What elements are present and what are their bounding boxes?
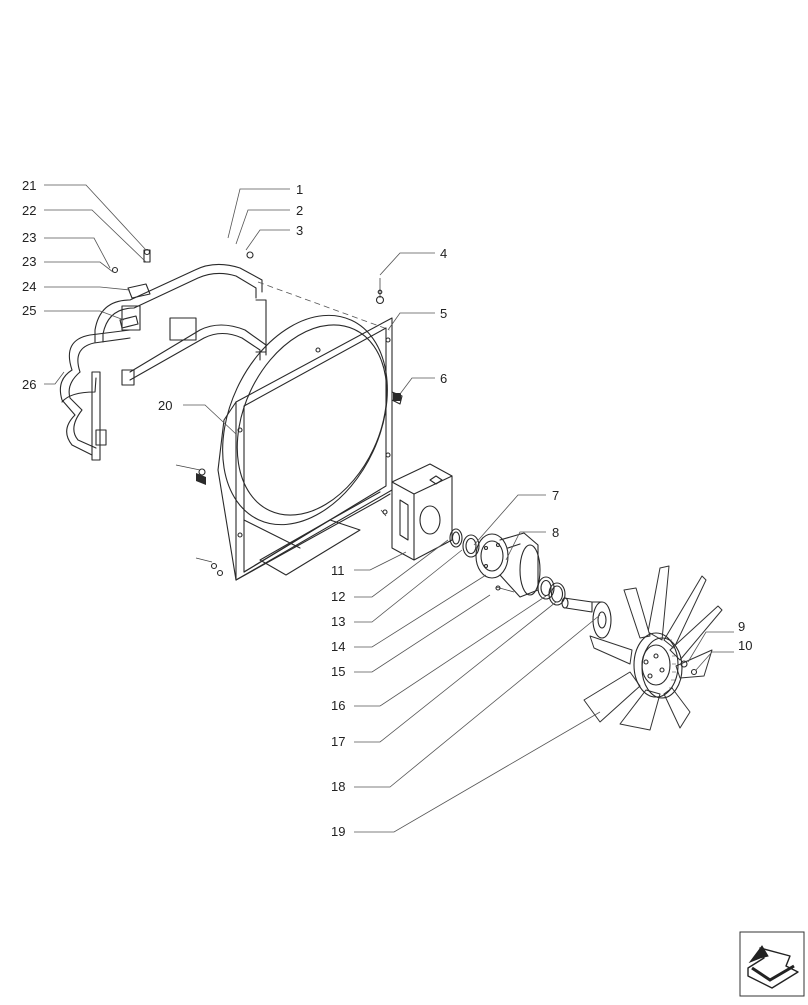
callout-5: 5 xyxy=(440,306,447,321)
callout-17: 17 xyxy=(331,734,345,749)
fan-shroud xyxy=(217,314,403,581)
callout-13: 13 xyxy=(331,614,345,629)
callout-15: 15 xyxy=(331,664,345,679)
leader-lines xyxy=(44,184,734,833)
shroud-fasteners xyxy=(175,278,388,577)
callout-1: 1 xyxy=(296,182,303,197)
fan-bolts xyxy=(680,660,698,676)
seal-rings xyxy=(449,528,480,558)
next-page-arrow-icon[interactable] xyxy=(739,931,805,997)
callout-14: 14 xyxy=(331,639,345,654)
callout-16: 16 xyxy=(331,698,345,713)
callout-3: 3 xyxy=(296,223,303,238)
callout-25: 25 xyxy=(22,303,36,318)
fan-bracket xyxy=(391,463,453,561)
callout-26: 26 xyxy=(22,377,36,392)
callout-24: 24 xyxy=(22,279,36,294)
callout-12: 12 xyxy=(331,589,345,604)
callout-11: 11 xyxy=(331,563,345,578)
callout-23a: 23 xyxy=(22,230,36,245)
callout-2: 2 xyxy=(296,203,303,218)
callout-labels: 1 2 3 4 5 6 7 8 9 10 11 12 13 14 15 16 1… xyxy=(22,178,752,839)
callout-8: 8 xyxy=(552,525,559,540)
guard-frame xyxy=(59,248,267,461)
fan-shaft xyxy=(561,597,612,639)
callout-7: 7 xyxy=(552,488,559,503)
callout-22: 22 xyxy=(22,203,36,218)
callout-18: 18 xyxy=(331,779,345,794)
callout-19: 19 xyxy=(331,824,345,839)
callout-20: 20 xyxy=(158,398,172,413)
fan-blades xyxy=(583,565,723,731)
callout-21: 21 xyxy=(22,178,36,193)
callout-4: 4 xyxy=(440,246,447,261)
callout-9: 9 xyxy=(738,619,745,634)
fan-hub xyxy=(475,532,541,598)
callout-10: 10 xyxy=(738,638,752,653)
callout-23b: 23 xyxy=(22,254,36,269)
callout-6: 6 xyxy=(440,371,447,386)
bearing-rings xyxy=(537,576,566,606)
